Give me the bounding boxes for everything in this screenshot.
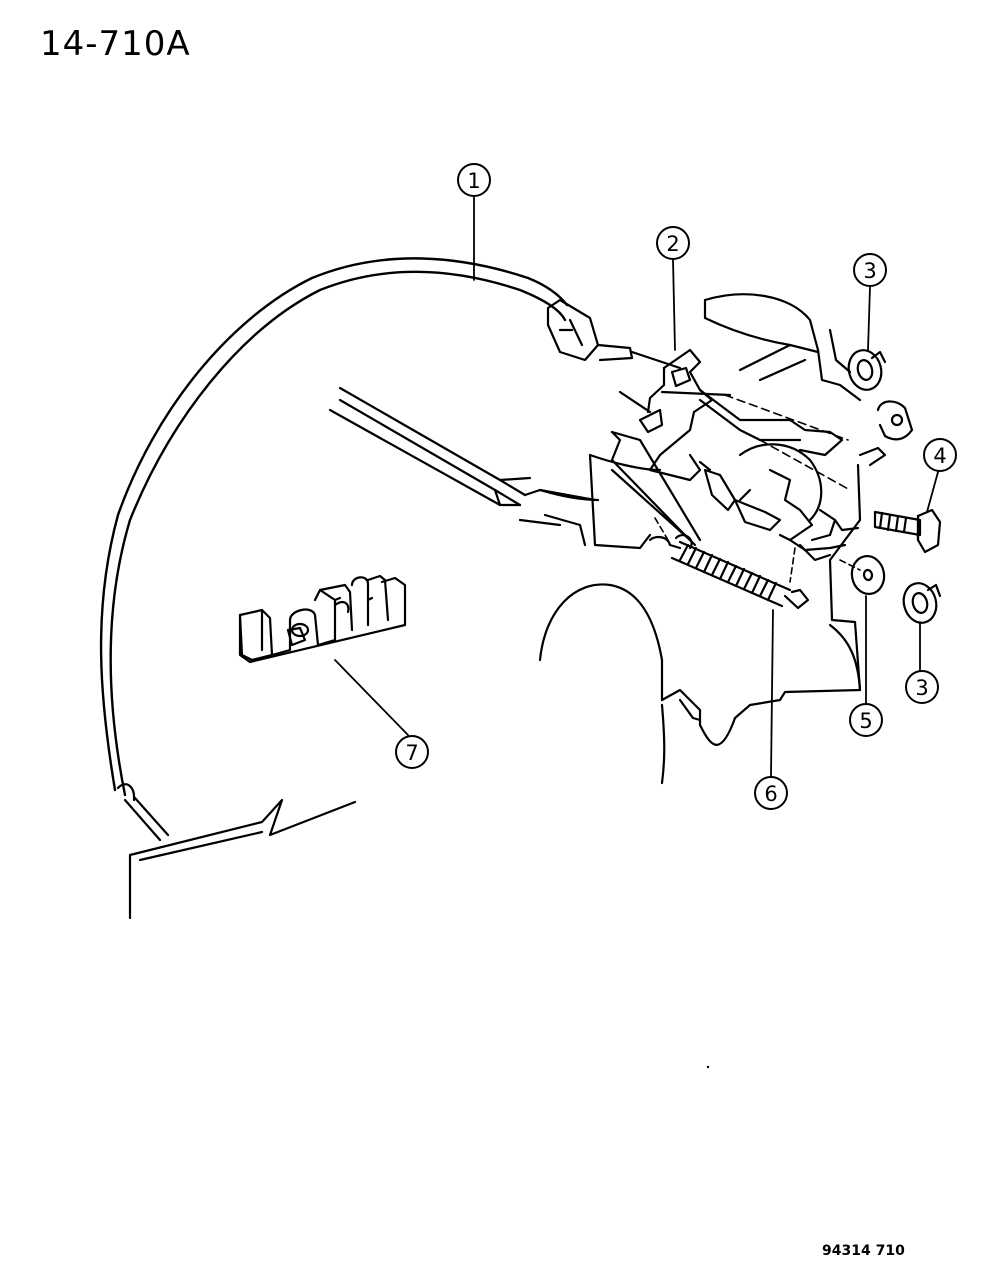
bolt <box>873 508 942 554</box>
callout-7-label: 7 <box>405 741 418 765</box>
callout-3-upper-label: 3 <box>863 259 876 283</box>
callout-5: 5 <box>849 703 883 737</box>
cable-bracket <box>610 348 732 547</box>
engine-outline <box>328 293 862 785</box>
page-id: 14-710A <box>40 24 191 64</box>
callout-3-lower: 3 <box>905 670 939 704</box>
callout-6: 6 <box>754 776 788 810</box>
callout-1-label: 1 <box>467 169 480 193</box>
callout-2-label: 2 <box>666 232 679 256</box>
callout-6-label: 6 <box>764 782 777 806</box>
callout-3-upper: 3 <box>853 253 887 287</box>
callout-3-lower-label: 3 <box>915 676 928 700</box>
callout-1: 1 <box>457 163 491 197</box>
drawing-number: 94314 710 <box>822 1243 905 1259</box>
callouts: 1 2 3 4 5 3 6 7 <box>395 163 957 810</box>
callout-4-label: 4 <box>933 444 946 468</box>
stray-dot <box>706 1065 710 1069</box>
leader-lines <box>334 196 939 777</box>
cable-clip <box>238 574 407 664</box>
callout-4: 4 <box>923 438 957 472</box>
callout-7: 7 <box>395 735 429 769</box>
return-spring <box>648 533 810 610</box>
retainer-clip-upper <box>847 349 887 391</box>
throttle-cable <box>99 257 682 920</box>
throttle-linkage <box>654 388 887 583</box>
retainer-clip-lower <box>902 582 942 624</box>
callout-2: 2 <box>656 226 690 260</box>
washer <box>850 554 886 596</box>
callout-5-label: 5 <box>859 709 872 733</box>
lever-clip <box>876 400 914 441</box>
